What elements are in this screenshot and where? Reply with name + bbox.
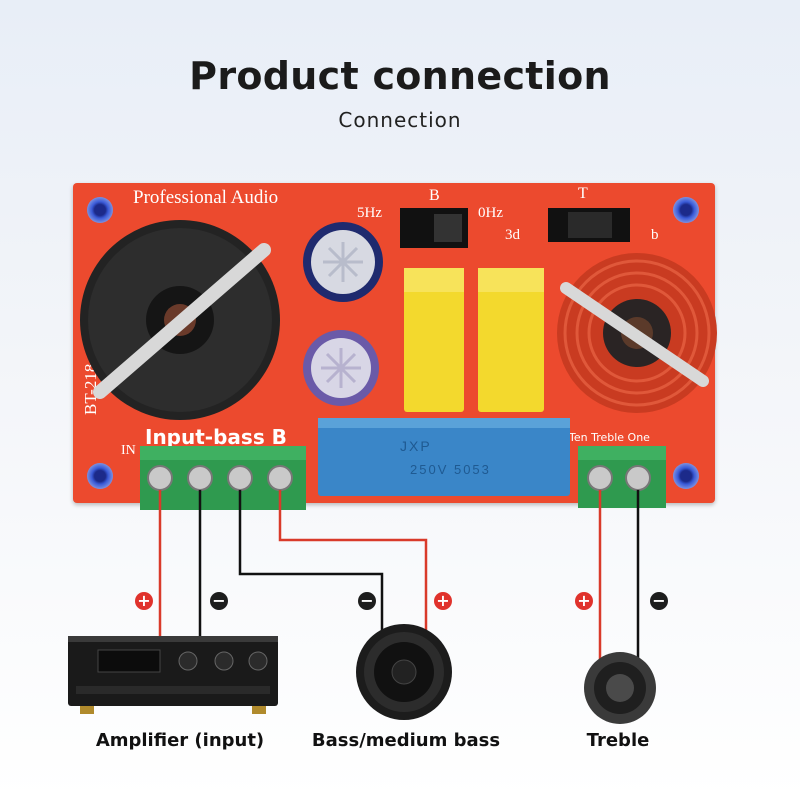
minus-icon: − bbox=[210, 592, 228, 610]
page-title: Product connection bbox=[189, 54, 611, 98]
freq-right-label: 0Hz bbox=[478, 205, 503, 221]
bass-positive-wire bbox=[278, 490, 428, 632]
treble-output-label: Ten Treble One bbox=[569, 431, 650, 444]
plus-icon: + bbox=[575, 592, 593, 610]
blue-capacitor-icon bbox=[318, 418, 570, 496]
cap-brand: JXP bbox=[400, 438, 432, 454]
freq-left-label: 5Hz bbox=[357, 205, 382, 221]
mount-hole-icon bbox=[87, 197, 113, 223]
cap-marking: 250V 5053 bbox=[410, 462, 491, 477]
minus-icon: − bbox=[650, 592, 668, 610]
plus-icon: + bbox=[434, 592, 452, 610]
board-brand: Professional Audio bbox=[133, 187, 279, 208]
amplifier-label: Amplifier (input) bbox=[95, 730, 265, 751]
treble-terminal-block bbox=[578, 446, 666, 508]
switch-t-label: T bbox=[578, 185, 588, 202]
film-capacitor-icon bbox=[404, 268, 464, 412]
switch-b-label: B bbox=[429, 187, 440, 204]
mount-hole-icon bbox=[87, 463, 113, 489]
film-capacitor-icon bbox=[478, 268, 544, 412]
page-subtitle: Connection bbox=[338, 108, 462, 132]
treble-speaker-label: Treble bbox=[586, 730, 650, 751]
bass-negative-wire bbox=[238, 490, 384, 632]
db-left-label: 3d bbox=[505, 227, 520, 243]
bass-speaker-icon bbox=[356, 624, 452, 720]
treble-inductor-icon bbox=[557, 253, 717, 413]
plus-icon: + bbox=[135, 592, 153, 610]
minus-icon: − bbox=[358, 592, 376, 610]
db-right-label: b bbox=[651, 227, 659, 243]
electrolytic-capacitor-icon bbox=[303, 330, 379, 406]
amplifier-icon bbox=[68, 636, 278, 714]
electrolytic-capacitor-icon bbox=[303, 222, 383, 302]
board-in-mark: IN bbox=[121, 443, 136, 458]
bass-inductor-icon bbox=[80, 220, 280, 420]
input-terminal-block bbox=[140, 446, 306, 510]
mount-hole-icon bbox=[673, 197, 699, 223]
bass-speaker-label: Bass/medium bass bbox=[311, 730, 501, 751]
mount-hole-icon bbox=[673, 463, 699, 489]
treble-speaker-icon bbox=[584, 652, 656, 724]
input-bass-label: Input-bass B bbox=[145, 425, 287, 449]
